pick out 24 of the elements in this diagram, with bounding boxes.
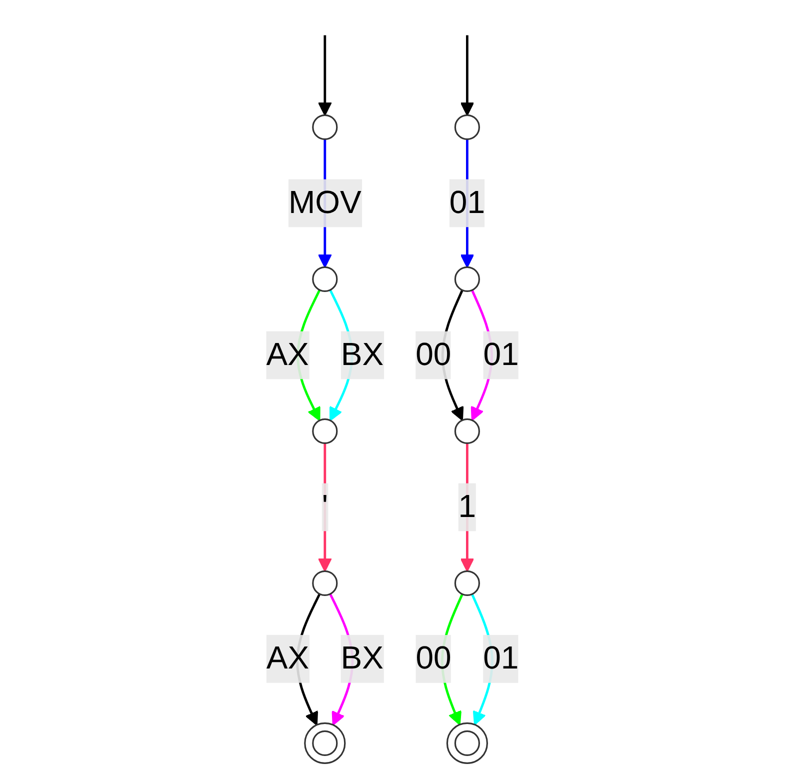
node-circle (312, 114, 338, 140)
edge-label: 01 (483, 641, 519, 677)
edge-label: 00 (416, 338, 452, 373)
node-circle (312, 418, 338, 444)
edge-label: 00 (416, 641, 452, 677)
arrow (460, 35, 474, 116)
node-circle (454, 114, 480, 140)
edge-label: BX (340, 338, 384, 373)
edge-label: AX (266, 641, 310, 676)
node-circle (312, 266, 338, 292)
node-circle (454, 570, 480, 596)
node-doublecircle (446, 722, 488, 764)
edge-label: 1 (458, 490, 476, 525)
edge-label: 01 (449, 186, 485, 221)
arrow (318, 35, 332, 116)
edge-label: BX (340, 641, 384, 676)
node-circle (454, 266, 480, 292)
edge-label: AX (266, 338, 309, 373)
node-doublecircle (304, 722, 346, 764)
edge-label: 01 (483, 338, 519, 373)
edge-label: MOV (288, 186, 362, 221)
node-circle (454, 418, 480, 444)
node-circle (312, 570, 338, 596)
edge-label: ' (322, 490, 328, 525)
